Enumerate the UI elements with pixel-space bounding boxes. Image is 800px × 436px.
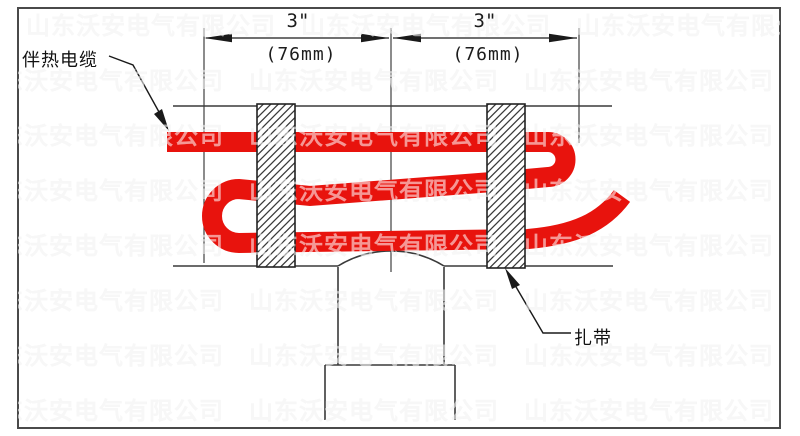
dim-arrow-icon: [204, 33, 232, 43]
dimension-left-mm: (76mm): [265, 44, 337, 65]
drawing-border: [17, 7, 781, 429]
dim-arrow-icon: [549, 33, 577, 43]
dimension-left-inches: 3": [286, 10, 310, 32]
heat-cable-label: 伴热电缆: [22, 50, 98, 71]
branch-pipe: [324, 267, 456, 420]
dim-arrow-icon: [361, 33, 389, 43]
cable-tie-label: 扎带: [574, 328, 612, 349]
cable-tie-right-hatch: [486, 103, 526, 269]
branch-saddle-curve: [337, 250, 445, 267]
leader-lines: [108, 55, 571, 334]
cable-tie-left-hatch: [256, 103, 296, 268]
pipe-outline: [173, 105, 613, 420]
leader-arrow-icon: [154, 109, 169, 131]
dimension-right-mm: (76mm): [452, 44, 524, 65]
dimension-right-inches: 3": [473, 10, 497, 32]
cable-label-leader: [108, 55, 160, 113]
cable-ties: [256, 103, 526, 269]
dim-arrow-icon: [393, 33, 421, 43]
heat-tracing-cable: [167, 132, 631, 254]
dimension-lines: [204, 33, 577, 43]
leader-arrow-icon: [505, 268, 520, 289]
tie-label-leader: [511, 279, 571, 334]
